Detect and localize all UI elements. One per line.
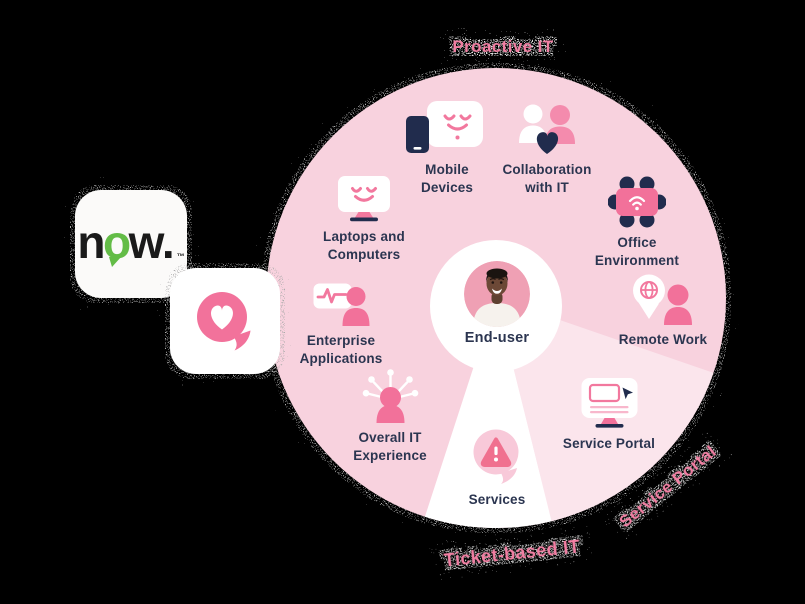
wheel-item-office-environment: Office Environment	[587, 176, 687, 269]
overall-it-experience-icon	[362, 369, 418, 423]
sector-label-proactive-it: Proactive IT	[452, 37, 554, 56]
wheel-item-label: Remote Work	[618, 332, 708, 347]
wheel-item-label: Overall IT Experience	[353, 430, 427, 463]
logo-letter-n: n	[77, 216, 105, 268]
enterprise-applications-icon	[313, 283, 369, 326]
wheel-item-collaboration-with-it: Collaboration with IT	[487, 103, 607, 196]
end-user-avatar	[464, 261, 530, 327]
mobile-devices-icon	[406, 101, 483, 153]
sector-ticket-based-it-area	[424, 298, 552, 529]
wheel-item-label: Office Environment	[594, 235, 680, 268]
logo-trademark: ™	[176, 252, 185, 261]
wheel-item-services: Services	[447, 429, 547, 509]
service-portal-icon	[581, 378, 637, 428]
wheel-item-enterprise-applications: Enterprise Applications	[291, 283, 391, 367]
heart-speech-bubble-icon	[197, 292, 251, 351]
logo-letter-w: w	[128, 216, 165, 268]
end-user-label: End-user	[464, 330, 530, 346]
logo-letter-o-speech-bubble: o	[102, 216, 131, 268]
logo-period: .	[161, 216, 175, 268]
wheel-item-label: Collaboration with IT	[502, 162, 592, 195]
collaboration-with-it-icon	[519, 104, 575, 154]
office-environment-icon	[608, 176, 666, 228]
remote-work-icon	[633, 274, 692, 325]
laptops-and-computers-icon	[338, 176, 390, 222]
wheel-item-label: Service Portal	[562, 436, 656, 451]
wheel-item-remote-work: Remote Work	[598, 274, 728, 349]
heart-chat-card	[170, 268, 280, 374]
wheel-item-label: Mobile Devices	[420, 162, 474, 195]
wheel-item-label: Services	[468, 492, 526, 507]
wheel-item-laptops-and-computers: Laptops and Computers	[314, 176, 414, 263]
wheel-item-service-portal: Service Portal	[544, 378, 674, 453]
wheel-item-mobile-devices: Mobile Devices	[406, 101, 488, 196]
wheel-item-label: Enterprise Applications	[299, 333, 383, 366]
wheel-item-label: Laptops and Computers	[323, 229, 405, 262]
wheel-item-overall-it-experience: Overall IT Experience	[342, 366, 438, 464]
services-icon	[473, 429, 519, 484]
